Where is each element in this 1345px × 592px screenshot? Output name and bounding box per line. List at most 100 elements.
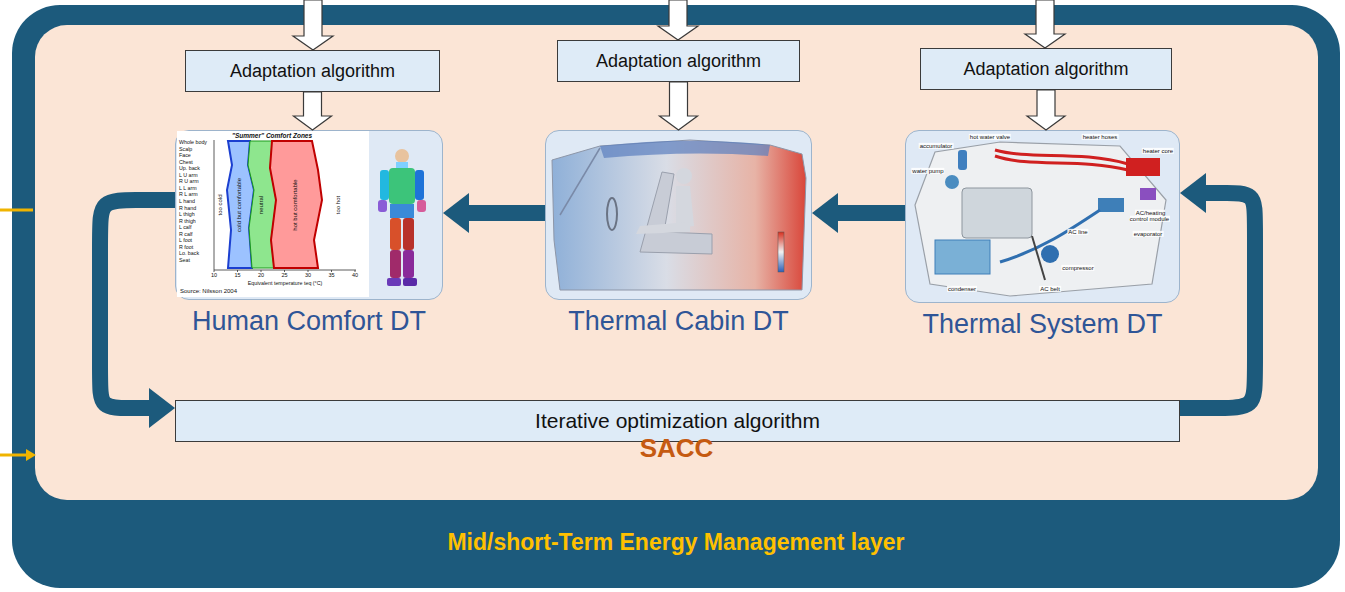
part-label: AC belt	[1039, 286, 1061, 292]
part-label: AC/heating control module	[1130, 210, 1170, 222]
art-shape	[1025, 0, 1065, 48]
label-wrap: R hand	[179, 206, 196, 212]
twin-panel: Human Comfort DT	[175, 130, 443, 338]
art-shape	[248, 141, 276, 268]
label-wrap: R L arm	[179, 193, 198, 199]
cabin-cfd	[552, 140, 806, 290]
art-shape	[1041, 245, 1059, 263]
label-wrap: neutral	[258, 196, 264, 214]
art-shape	[915, 142, 1166, 296]
label-wrap: R calf	[179, 232, 193, 238]
twin-caption: Thermal System DT	[922, 309, 1162, 339]
label-wrap: Seat	[179, 258, 190, 264]
art-shape	[308, 270, 309, 272]
part-label: compressor	[1061, 265, 1094, 271]
chart-label: Face	[179, 152, 191, 158]
process-box: Adaptation algorithm	[920, 48, 1172, 90]
chart-label: L U arm	[179, 172, 198, 178]
chart-label: 10	[211, 272, 217, 278]
art-shape	[355, 270, 356, 272]
side-signals	[0, 210, 36, 461]
art-shape	[214, 270, 215, 272]
chart-label: Equivalent temperature teq (°C)	[248, 280, 323, 286]
chart-label: R U arm	[179, 179, 199, 185]
part-label: evaporator	[1133, 231, 1164, 237]
chart-label: Scalp	[179, 146, 192, 152]
label-wrap: R thigh	[179, 219, 196, 225]
flow-arrow	[812, 193, 905, 233]
art-shape	[1098, 198, 1124, 212]
label-wrap: L hand	[179, 199, 195, 205]
arrow-shaft	[469, 205, 545, 221]
chart-label: neutral	[258, 196, 264, 214]
label-wrap: AC belt	[1039, 286, 1061, 292]
art-shape	[636, 222, 690, 234]
hvac-system	[915, 142, 1166, 296]
art-shape	[958, 150, 967, 170]
label-wrap: Lo. back	[179, 252, 199, 258]
box-label: Iterative optimization algorithm	[535, 409, 820, 433]
caption-wrap: Thermal Cabin DT	[485, 306, 872, 337]
chart-label: too hot	[335, 196, 341, 214]
label-wrap: heater hoses	[1082, 134, 1119, 140]
chart-label: 40	[352, 272, 358, 278]
art-shape	[945, 175, 959, 189]
caption-wrap: Thermal System DT	[845, 309, 1240, 340]
chart-label: L thigh	[179, 211, 195, 217]
label-wrap: 10	[211, 273, 217, 279]
art-shape	[214, 140, 215, 270]
label-wrap: accumulator	[919, 143, 954, 149]
label-wrap: heater core	[1142, 148, 1174, 154]
arrow-head	[443, 193, 469, 233]
label-wrap: cold but comfortable	[236, 178, 242, 232]
art-shape	[403, 250, 414, 278]
art-shape	[1000, 210, 1100, 262]
chart-label: 25	[281, 272, 287, 278]
part-label: heater hoses	[1082, 134, 1119, 140]
label-wrap: too hot	[335, 196, 341, 214]
manikin-figure	[378, 149, 426, 286]
twin-caption: Human Comfort DT	[192, 306, 426, 336]
label-wrap: Face	[179, 153, 191, 159]
art-shape	[214, 270, 355, 272]
chart-label: cold but comfortable	[236, 178, 242, 232]
chart-label: R foot	[179, 244, 193, 250]
chart-label: Lo. back	[179, 251, 199, 257]
art-shape	[390, 218, 401, 250]
layer-title: Mid/short-Term Energy Management layer	[447, 529, 904, 555]
label-wrap: 40	[352, 273, 358, 279]
label-wrap: Equivalent temperature teq (°C)	[248, 281, 323, 287]
label-wrap: 35	[328, 273, 334, 279]
art-shape	[331, 270, 332, 272]
art-shape	[378, 200, 387, 212]
art-shape	[227, 141, 254, 268]
twin-caption: Thermal Cabin DT	[568, 306, 789, 336]
label-wrap: R U arm	[179, 180, 199, 186]
art-shape	[284, 270, 285, 272]
art-shape	[293, 0, 333, 50]
block-arrow-body	[294, 92, 332, 130]
box-label: Adaptation algorithm	[963, 59, 1128, 80]
art-shape	[935, 240, 990, 274]
arrow-shaft	[100, 200, 175, 408]
arrow-shaft	[838, 205, 905, 221]
label-wrap: Up. back	[179, 166, 200, 172]
art-shape	[962, 188, 1032, 238]
chart-label: R hand	[179, 205, 196, 211]
flow-arrow	[1180, 173, 1255, 408]
label-wrap: Whole body	[179, 140, 207, 146]
arrow-head	[149, 388, 175, 428]
twin-panel: Thermal System DT	[905, 130, 1180, 338]
part-label: AC line	[1067, 229, 1088, 235]
art-shape	[995, 150, 1128, 164]
art-shape	[1032, 236, 1045, 280]
arrow-head	[1180, 173, 1206, 213]
art-shape	[778, 232, 784, 272]
chart-label: 35	[328, 272, 334, 278]
label-wrap: "Summer" Comfort Zones	[232, 133, 312, 140]
art-shape	[261, 270, 262, 272]
part-label: condenser	[947, 286, 977, 292]
art-shape	[676, 168, 692, 184]
